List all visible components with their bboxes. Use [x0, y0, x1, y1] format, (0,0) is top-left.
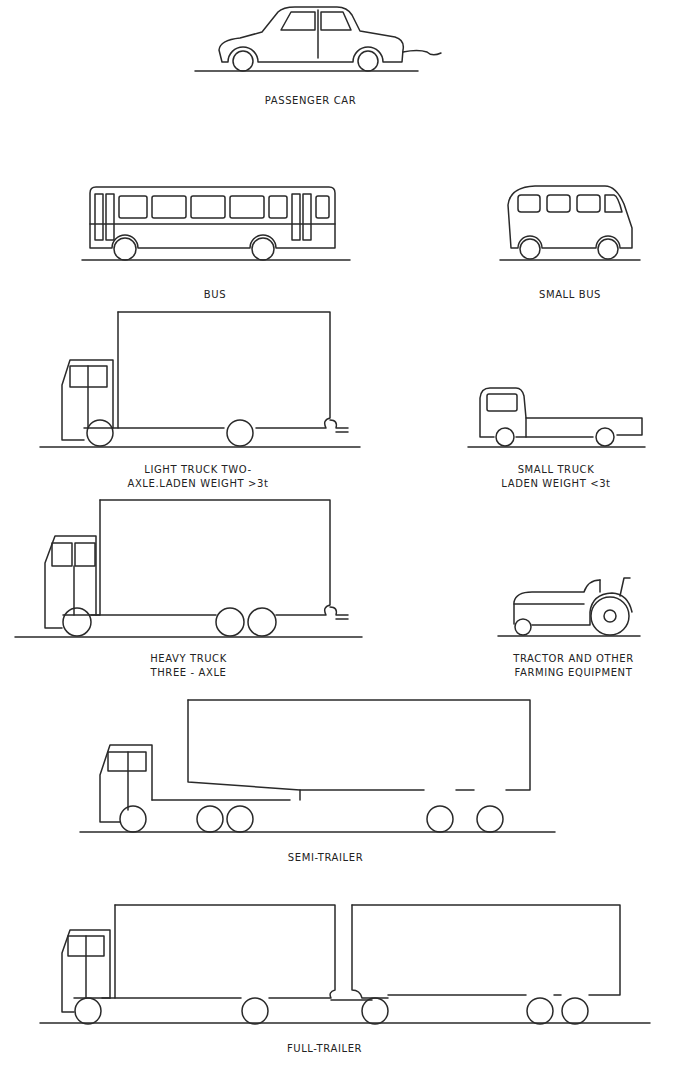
tractor: [498, 578, 640, 636]
vehicle-label: HEAVY TRUCK THREE - AXLE: [150, 652, 227, 680]
vehicle-label: TRACTOR AND OTHER FARMING EQUIPMENT: [513, 652, 634, 680]
vehicle-label: BUS: [203, 288, 227, 302]
vehicle-label: SMALL BUS: [538, 288, 602, 302]
small-bus: [500, 186, 640, 260]
heavy-truck: [15, 500, 362, 637]
vehicle-label: PASSENGER CAR: [264, 94, 357, 108]
vehicle-label: FULL-TRAILER: [286, 1042, 363, 1056]
bus: [82, 187, 350, 260]
vehicle-label: SEMI-TRAILER: [287, 851, 364, 865]
full-trailer: [40, 905, 650, 1024]
small-truck: [468, 388, 645, 447]
semi-trailer: [80, 700, 555, 832]
passenger-car: [195, 7, 441, 71]
vehicle-label: SMALL TRUCK LADEN WEIGHT <3t: [501, 463, 611, 491]
light-truck: [40, 312, 360, 447]
vehicle-label: LIGHT TRUCK TWO-AXLE.LADEN WEIGHT >3t: [127, 463, 269, 491]
